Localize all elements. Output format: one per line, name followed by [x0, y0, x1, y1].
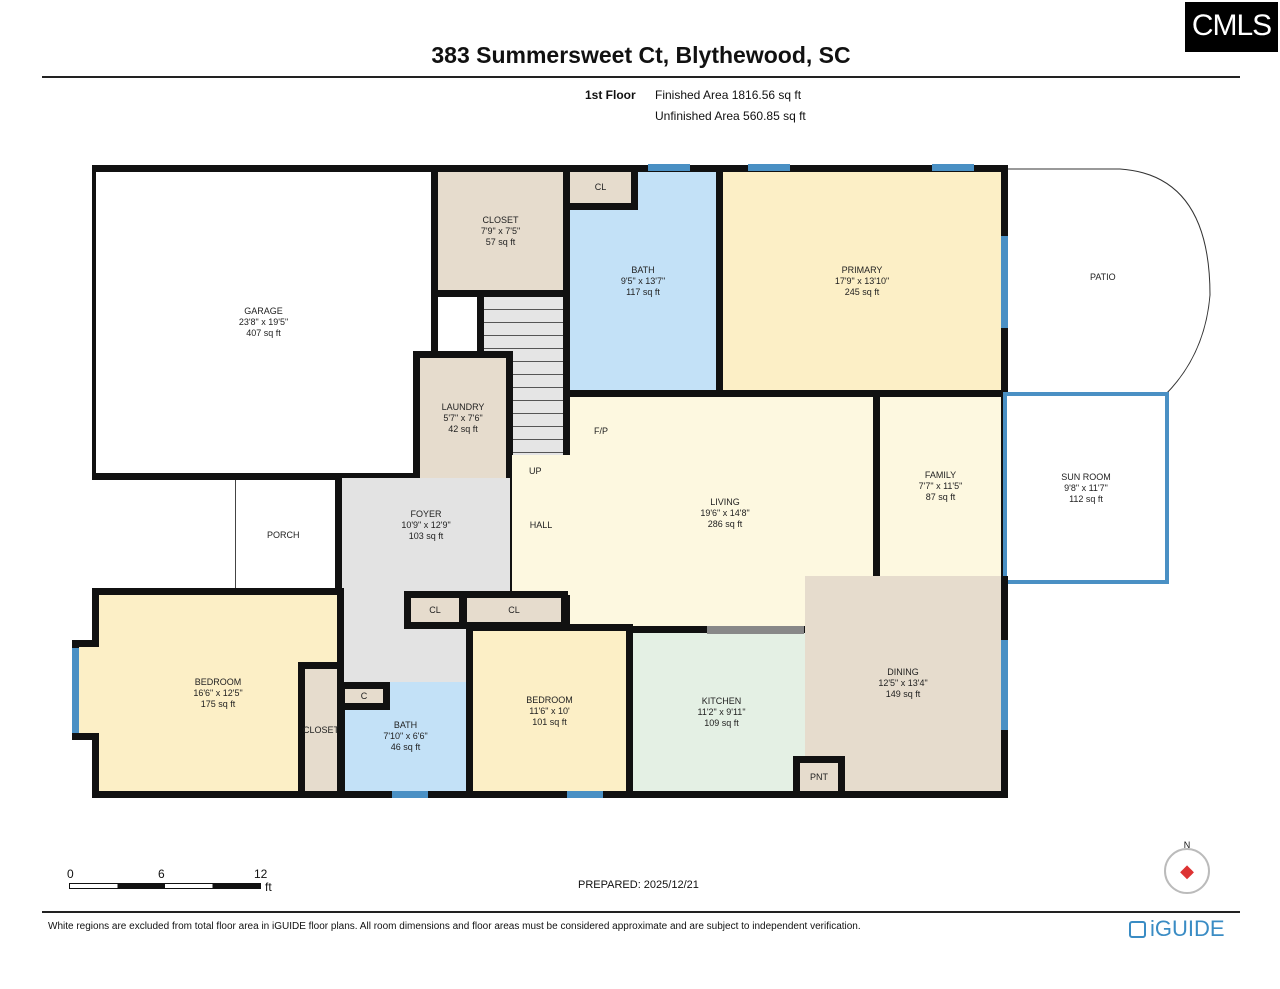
scale-bar — [69, 883, 261, 889]
room-hall: HALL — [508, 455, 570, 595]
window — [932, 164, 974, 171]
stairs-up-label: UP — [529, 466, 542, 476]
porch-label: PORCH — [267, 530, 300, 540]
window — [748, 164, 790, 171]
window — [392, 791, 428, 798]
iguide-logo: iGUIDE — [1150, 916, 1225, 941]
disclaimer: White regions are excluded from total fl… — [48, 921, 861, 932]
room-cl-a: CL — [404, 591, 466, 629]
window — [1001, 236, 1008, 328]
patio-label: PATIO — [1090, 272, 1116, 282]
divider — [42, 76, 1240, 78]
cmls-logo: CMLS — [1185, 2, 1278, 52]
window — [567, 791, 603, 798]
scale-12: 12 — [254, 867, 268, 881]
porch-area — [235, 480, 338, 590]
compass-icon: N◆ — [1164, 840, 1210, 894]
unfinished-area: Unfinished Area 560.85 sq ft — [655, 109, 806, 123]
compass-north: N — [1183, 840, 1191, 850]
scale-6: 6 — [158, 867, 165, 881]
floor-label: 1st Floor — [585, 88, 636, 102]
window — [1001, 640, 1008, 730]
prepared-date: PREPARED: 2025/12/21 — [578, 879, 699, 891]
patio-outline — [1005, 168, 1211, 396]
window — [72, 648, 79, 733]
window — [648, 164, 690, 171]
footer-divider — [42, 911, 1240, 913]
finished-area: Finished Area 1816.56 sq ft — [655, 88, 802, 102]
scale-unit: ft — [265, 880, 272, 894]
room-pantry: PNT — [793, 756, 845, 798]
fireplace-label: F/P — [594, 426, 609, 436]
room-cl-top: CL — [563, 165, 638, 210]
counter — [707, 626, 804, 634]
page-title: 383 Summersweet Ct, Blythewood, SC — [431, 42, 851, 68]
iguide-icon — [1129, 921, 1146, 938]
scale-0: 0 — [67, 867, 74, 881]
room-c: C — [338, 682, 390, 710]
